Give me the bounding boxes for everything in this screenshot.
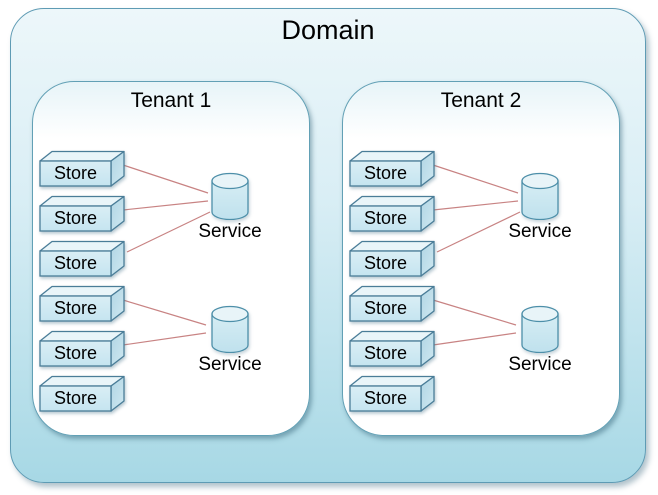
- store-node: Store: [349, 285, 435, 323]
- tenant-1-title: Tenant 1: [130, 89, 212, 112]
- domain-container: Domain Tenant 1 Store: [10, 8, 646, 483]
- store-node: Store: [39, 375, 125, 413]
- database-cylinder-icon: [521, 305, 559, 353]
- store-label: Store: [53, 208, 98, 228]
- database-cylinder-icon: [211, 305, 249, 353]
- store-label: Store: [363, 388, 408, 408]
- store-node: Store: [349, 195, 435, 233]
- store-node: Store: [39, 150, 125, 188]
- database-cylinder-icon: [211, 172, 249, 220]
- service-node: Service: [495, 172, 585, 243]
- store-node: Store: [39, 285, 125, 323]
- store-node: Store: [39, 240, 125, 278]
- store-label: Store: [53, 253, 98, 273]
- store-box-icon: [39, 150, 125, 187]
- store-box-icon: [349, 285, 435, 322]
- service-node: Service: [185, 305, 275, 376]
- store-label: Store: [363, 208, 408, 228]
- database-cylinder-icon: [521, 172, 559, 220]
- store-box-icon: [39, 330, 125, 367]
- store-node: Store: [39, 330, 125, 368]
- store-box-icon: [349, 150, 435, 187]
- store-node: Store: [349, 375, 435, 413]
- store-label: Store: [363, 253, 408, 273]
- store-box-icon: [39, 195, 125, 232]
- store-box-icon: [349, 375, 435, 412]
- service-label: Service: [508, 354, 572, 375]
- store-label: Store: [53, 343, 98, 363]
- tenant-2-container: Tenant 2 Store: [342, 81, 620, 436]
- store-node: Store: [39, 195, 125, 233]
- service-label: Service: [508, 221, 572, 242]
- store-box-icon: [39, 285, 125, 322]
- store-node: Store: [349, 330, 435, 368]
- service-label: Service: [198, 221, 262, 242]
- store-label: Store: [53, 298, 98, 318]
- store-label: Store: [363, 298, 408, 318]
- service-label: Service: [198, 354, 262, 375]
- store-box-icon: [349, 240, 435, 277]
- store-box-icon: [349, 330, 435, 367]
- store-label: Store: [53, 388, 98, 408]
- tenant-1-container: Tenant 1 Store: [32, 81, 310, 436]
- tenant-2-title: Tenant 2: [440, 89, 522, 112]
- store-label: Store: [53, 163, 98, 183]
- store-box-icon: [349, 195, 435, 232]
- domain-title: Domain: [281, 15, 375, 45]
- store-label: Store: [363, 343, 408, 363]
- store-node: Store: [349, 240, 435, 278]
- service-node: Service: [495, 305, 585, 376]
- store-node: Store: [349, 150, 435, 188]
- store-box-icon: [39, 240, 125, 277]
- store-box-icon: [39, 375, 125, 412]
- service-node: Service: [185, 172, 275, 243]
- store-label: Store: [363, 163, 408, 183]
